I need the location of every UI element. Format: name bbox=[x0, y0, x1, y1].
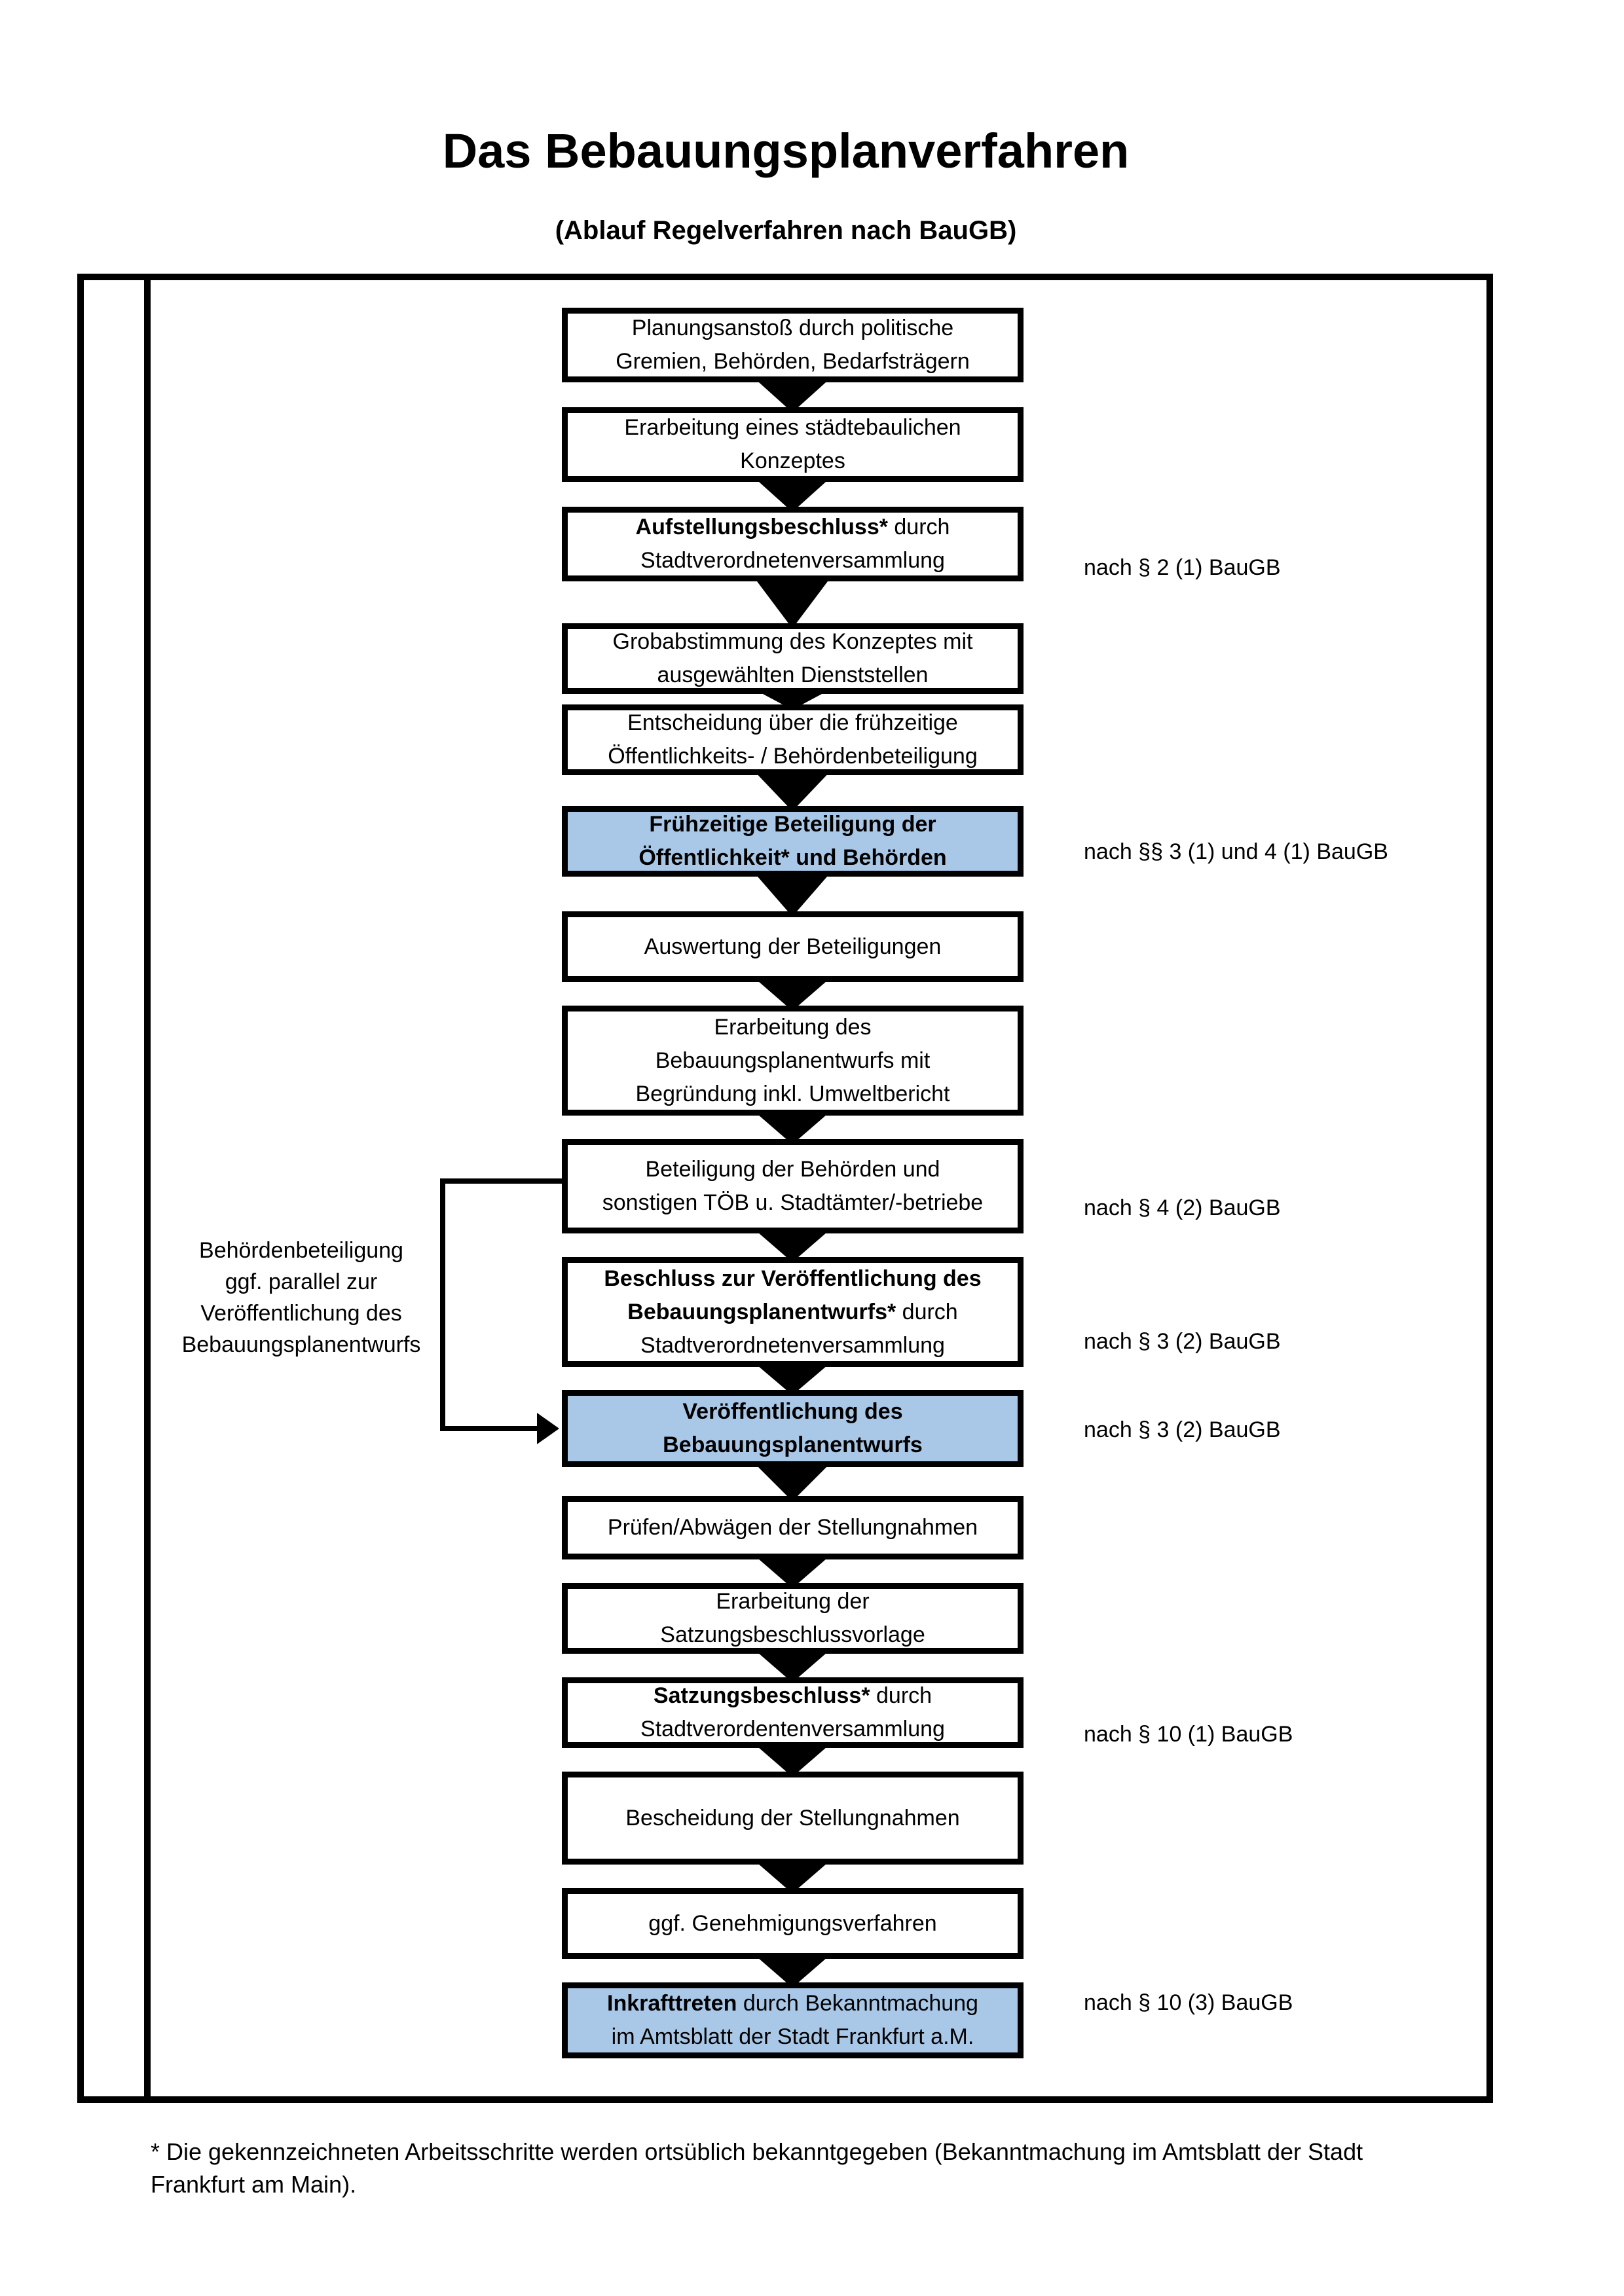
legal-reference: nach § 3 (2) BauGB bbox=[1084, 1417, 1281, 1442]
down-arrow-icon bbox=[753, 770, 832, 811]
down-arrow-icon bbox=[753, 977, 832, 1011]
footnote-line: Frankfurt am Main). bbox=[151, 2171, 357, 2198]
flow-step-text-line: Stadtverordentenversammlung bbox=[640, 1717, 945, 1741]
flow-step-text-line: Bebauungsplanentwurfs* durch bbox=[627, 1299, 958, 1324]
flow-step-text-line: Auswertung der Beteiligungen bbox=[644, 934, 942, 959]
flow-step-text-line: Entscheidung über die frühzeitige bbox=[627, 710, 958, 735]
flow-step-text-line: ggf. Genehmigungsverfahren bbox=[648, 1910, 937, 1936]
flow-step-text-line: sonstigen TÖB u. Stadtämter/-betriebe bbox=[602, 1190, 984, 1215]
footnote-line: * Die gekennzeichneten Arbeitsschritte w… bbox=[151, 2138, 1363, 2165]
legal-reference: nach § 4 (2) BauGB bbox=[1084, 1195, 1281, 1220]
flow-step-text-line: Erarbeitung der bbox=[716, 1589, 870, 1614]
parallel-bracket-vertical-line bbox=[440, 1178, 445, 1431]
flow-step-text-line: Bescheidung der Stellungnahmen bbox=[625, 1805, 960, 1831]
flow-step-text-line: Erarbeitung eines städtebaulichen bbox=[624, 415, 961, 440]
flow-step-text-line: Veröffentlichung des bbox=[682, 1399, 903, 1424]
parallel-procedure-note-line: Behördenbeteiligung bbox=[199, 1238, 403, 1263]
flow-step-text-line: Prüfen/Abwägen der Stellungnahmen bbox=[607, 1515, 978, 1540]
parallel-procedure-note-line: ggf. parallel zur bbox=[225, 1269, 378, 1294]
down-arrow-icon bbox=[753, 1743, 832, 1777]
down-arrow-icon bbox=[753, 477, 832, 512]
parallel-bracket-bottom-line bbox=[440, 1426, 541, 1431]
flow-step-text-line: Beteiligung der Behörden und bbox=[645, 1157, 940, 1182]
flow-step-highlighted: Inkrafttreten durch Bekanntmachung im Amt… bbox=[562, 1982, 1024, 2058]
legal-reference: nach § 2 (1) BauGB bbox=[1084, 555, 1281, 580]
flow-step-text-line: Stadtverordnetenversammlung bbox=[640, 548, 945, 573]
flow-step-text-line: Inkrafttreten durch Bekanntmachung bbox=[607, 1991, 978, 2016]
flow-step-text-line: ausgewählten Dienststellen bbox=[657, 663, 929, 687]
down-arrow-icon bbox=[753, 1954, 832, 1988]
flow-step: Auswertung der Beteiligungen bbox=[562, 911, 1024, 982]
flow-step-text-line: Gremien, Behörden, Bedarfsträgern bbox=[616, 349, 970, 374]
flow-step-text-line: Aufstellungsbeschluss* durch bbox=[635, 515, 950, 539]
flow-step-text-line: Grobabstimmung des Konzeptes mit bbox=[612, 629, 973, 654]
flow-step-text-line: Öffentlichkeits- / Behördenbeteiligung bbox=[608, 744, 978, 769]
flow-step-text-line: Konzeptes bbox=[740, 448, 845, 473]
down-arrow-icon bbox=[753, 871, 832, 917]
down-arrow-icon bbox=[753, 1110, 832, 1144]
footnote: * Die gekennzeichneten Arbeitsschritte w… bbox=[151, 2136, 1486, 2201]
flow-step-text-line: Beschluss zur Veröffentlichung des bbox=[604, 1266, 982, 1291]
legal-reference: nach §§ 3 (1) und 4 (1) BauGB bbox=[1084, 839, 1388, 864]
flow-step-text-line: Planungsanstoß durch politische bbox=[631, 316, 954, 340]
flow-step: Bescheidung der Stellungnahmen bbox=[562, 1772, 1024, 1865]
flow-step-text-line: Frühzeitige Beteiligung der bbox=[649, 812, 936, 837]
flow-step-text-line: Stadtverordnetenversammlung bbox=[640, 1332, 945, 1358]
down-arrow-icon bbox=[753, 1362, 832, 1395]
flow-step: ggf. Genehmigungsverfahren bbox=[562, 1888, 1024, 1959]
flow-step: Beteiligung der Behörden und sonstigen TÖ… bbox=[562, 1139, 1024, 1233]
parallel-procedure-note-line: Veröffentlichung des bbox=[200, 1301, 402, 1326]
down-arrow-icon bbox=[753, 377, 832, 412]
legal-reference: nach § 10 (1) BauGB bbox=[1084, 1722, 1293, 1747]
down-arrow-icon bbox=[753, 1228, 832, 1262]
flow-step-text-line: Begründung inkl. Umweltbericht bbox=[635, 1081, 950, 1106]
flow-step-text-line: Erarbeitung des bbox=[714, 1014, 872, 1040]
down-arrow-icon bbox=[753, 1462, 832, 1501]
flow-step: Prüfen/Abwägen der Stellungnahmen bbox=[562, 1496, 1024, 1559]
parallel-procedure-note-line: Bebauungsplanentwurfs bbox=[181, 1332, 421, 1357]
flow-step-text-line: Satzungsbeschluss* durch bbox=[653, 1683, 932, 1708]
phase-column-border bbox=[144, 274, 151, 2103]
flow-step: Grobabstimmung des Konzeptes mit ausgewäh… bbox=[562, 623, 1024, 694]
down-arrow-icon bbox=[753, 576, 832, 629]
down-arrow-icon bbox=[753, 1649, 832, 1683]
page-subtitle: (Ablauf Regelverfahren nach BauGB) bbox=[555, 216, 1017, 245]
legal-reference: nach § 3 (2) BauGB bbox=[1084, 1329, 1281, 1354]
parallel-bracket-top-line bbox=[440, 1178, 562, 1184]
down-arrow-icon bbox=[753, 689, 832, 710]
parallel-bracket-arrowhead-icon bbox=[537, 1413, 559, 1444]
flow-step-text-line: Satzungsbeschlussvorlage bbox=[660, 1622, 925, 1647]
flow-step-text-line: im Amtsblatt der Stadt Frankfurt a.M. bbox=[611, 2024, 974, 2049]
legal-reference: nach § 10 (3) BauGB bbox=[1084, 1990, 1293, 2015]
down-arrow-icon bbox=[753, 1859, 832, 1893]
down-arrow-icon bbox=[753, 1554, 832, 1588]
flow-step-text-line: Bebauungsplanentwurfs bbox=[663, 1432, 923, 1457]
flow-step-text-line: Bebauungsplanentwurfs mit bbox=[655, 1048, 931, 1073]
page-title: Das Bebauungsplanverfahren bbox=[442, 124, 1130, 178]
flow-step-text-line: Öffentlichkeit* und Behörden bbox=[638, 845, 947, 870]
